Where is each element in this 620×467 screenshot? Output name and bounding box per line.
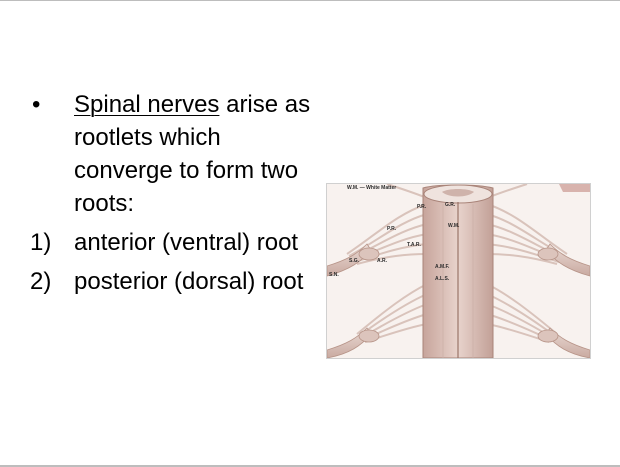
list-marker: 2) (30, 268, 52, 295)
bullet-item: • Spinal nerves arise as rootlets which … (30, 88, 320, 220)
spinal-ganglion-right (537, 247, 559, 261)
label-pr-top: P.R. (417, 204, 427, 210)
list-marker: 1) (30, 229, 52, 256)
spinal-cord-drawing: W.M. — White Matter W.M. G.R. P.R. P.R. … (327, 184, 590, 358)
label-ar: A.R. (377, 258, 388, 264)
spinal-ganglion-left (358, 247, 380, 261)
label-sg: S.G. (349, 258, 360, 264)
label-wm: W.M. (448, 223, 460, 229)
bullet-text: arise as rootlets which converge to form… (74, 91, 311, 217)
bullet-marker: • (32, 91, 41, 118)
list-item-anterior-root: 1) anterior (ventral) root (30, 226, 320, 259)
slide-top-border (0, 0, 620, 1)
spinal-ganglion-right-lower (537, 329, 559, 343)
slide-text-body: • Spinal nerves arise as rootlets which … (30, 88, 320, 304)
spinal-ganglion-left-lower (358, 329, 380, 343)
list-item-text: posterior (dorsal) root (74, 268, 304, 295)
label-sn: S.N. (329, 272, 339, 278)
spinal-cord-illustration: W.M. — White Matter W.M. G.R. P.R. P.R. … (326, 183, 591, 359)
corner-detail (559, 184, 590, 192)
label-white-matter: W.M. — White Matter (347, 185, 396, 191)
label-amf: A.M.F. (435, 264, 450, 270)
gray-matter (442, 189, 474, 197)
list-item-text: anterior (ventral) root (74, 229, 299, 256)
slide-bottom-border (0, 465, 620, 467)
label-als: A.L.S. (435, 276, 450, 282)
label-tar: T.A.R. (407, 242, 422, 248)
label-pr: P.R. (387, 226, 397, 232)
label-gr: G.R. (445, 202, 456, 208)
term-spinal-nerves: Spinal nerves (74, 91, 220, 118)
list-item-posterior-root: 2) posterior (dorsal) root (30, 265, 320, 298)
